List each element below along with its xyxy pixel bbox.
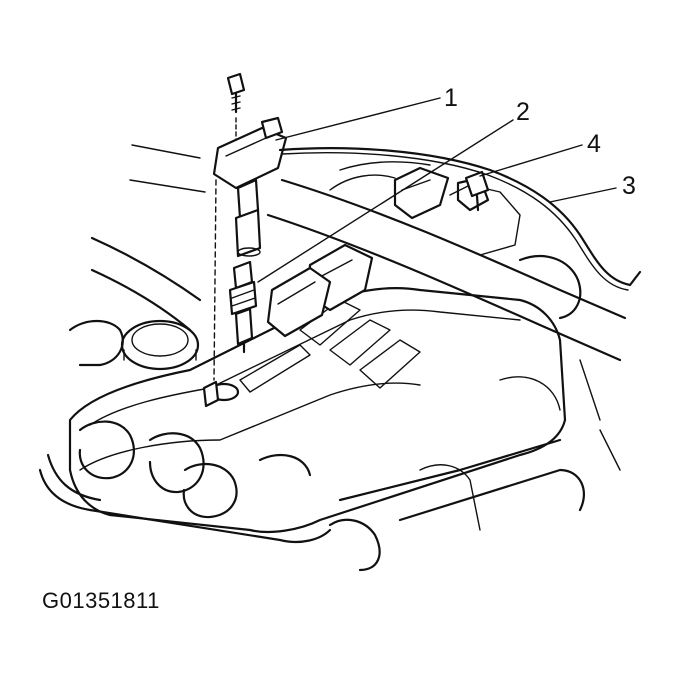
coil-pack-rear	[393, 166, 450, 220]
callout-4: 4	[587, 130, 601, 158]
coil-pack-front	[266, 266, 332, 338]
oil-filler-cap	[120, 319, 200, 371]
left-hose	[38, 319, 332, 544]
ignition-coil	[212, 72, 288, 258]
rear-components	[329, 161, 521, 256]
engine-block	[328, 255, 621, 572]
callout-1: 1	[444, 84, 458, 112]
spark-plug	[228, 260, 258, 354]
callout-3: 3	[622, 172, 636, 200]
plug-install-guide	[202, 179, 240, 408]
harness-connector	[464, 170, 490, 212]
callout-2: 2	[516, 98, 530, 126]
intake-duct	[90, 178, 627, 362]
figure-code: G01351811	[42, 588, 160, 613]
leader-lines	[129, 97, 617, 283]
wire-harness	[278, 147, 642, 291]
